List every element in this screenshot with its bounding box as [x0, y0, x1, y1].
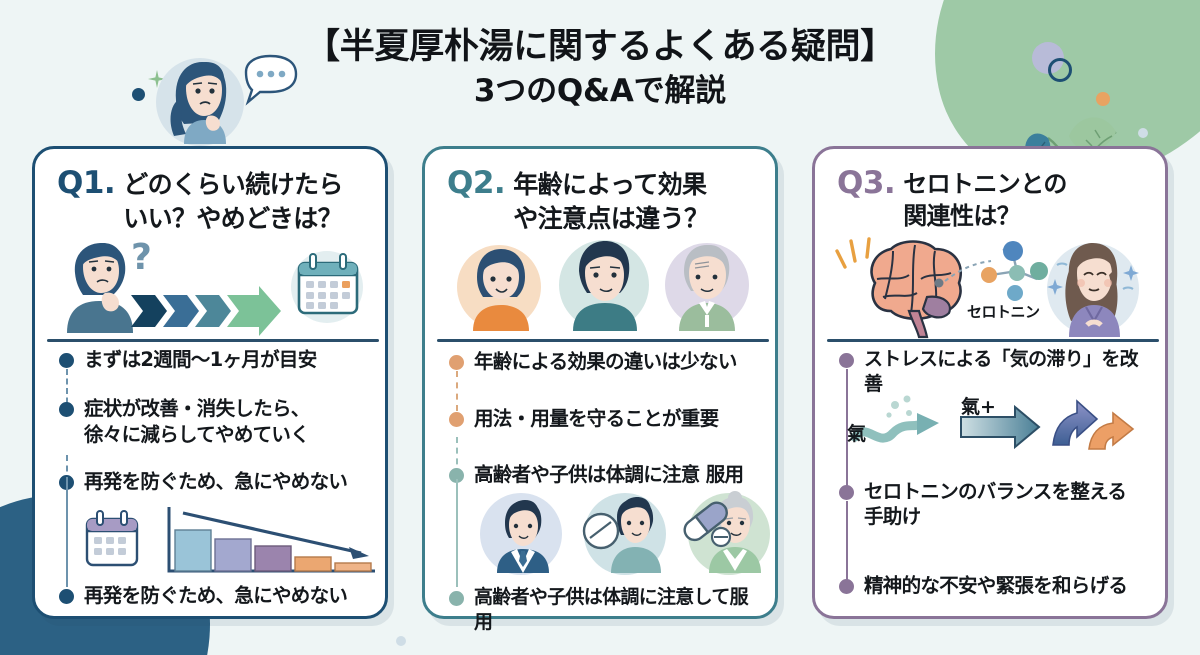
q2-tag: Q2.	[447, 165, 506, 201]
q3-bullet-3-text: 精神的な不安や緊張を和らげる	[864, 574, 1128, 597]
q3-bullet-1-dot	[839, 353, 854, 368]
q3-heading: Q3. セロトニンとの 関連性は？	[837, 165, 1149, 232]
q3-top-illustration	[831, 233, 1147, 341]
q1-heading: Q1. どのくらい続けたら いい？やめどきは？	[57, 165, 369, 235]
brain-icon	[870, 240, 962, 339]
q2-bullet-3-dot	[449, 467, 464, 483]
q3-bullet-3: 精神的な不安や緊張を和らげる	[839, 573, 1151, 598]
q3-bullet-2-dot	[839, 485, 854, 500]
q2-connector-3	[456, 479, 460, 587]
q2-bullet-2: 用法・用量を守ることが重要	[449, 406, 761, 431]
q2-question-line2: や注意点は違う？	[513, 203, 709, 233]
q1-bullet-4: 再発を防ぐため、急にやめない	[59, 583, 371, 608]
q2-bullet-2-text: 用法・用量を守ることが重要	[474, 407, 719, 431]
q2-bullet-3-text: 高齢者や子供は体調に注意 服用	[474, 462, 744, 486]
q1-bullet-3: 再発を防ぐため、急にやめない	[59, 469, 371, 494]
q3-question-line2: 関連性は？	[903, 202, 1021, 231]
qi-label-after: 氣+	[961, 396, 996, 418]
q3-bullet-3-dot	[839, 579, 854, 594]
elderly-capsule-icon	[683, 491, 770, 575]
q1-connector-3	[66, 477, 70, 587]
q3-bullets-mid: セロトニンのバランスを整える 手助け	[839, 479, 1151, 587]
q1-bullet-1: まずは2週間〜1ヶ月が目安	[59, 347, 371, 372]
q3-bullets-bottom: 精神的な不安や緊張を和らげる	[839, 573, 1151, 598]
q2-bullet-1: 年齢による効果の違いは少ない	[449, 349, 761, 374]
q2-bullet-4-dot	[449, 591, 464, 606]
q3-connector-1	[846, 369, 850, 497]
q3-bullet-2-text: セロトニンのバランスを整える 手助け	[864, 480, 1127, 529]
q2-bullet-1-dot	[449, 355, 464, 370]
q1-bullet-1-dot	[59, 353, 74, 368]
q1-bullet-4-text: 再発を防ぐため、急にやめない	[84, 584, 348, 607]
title-line-1: 【半夏厚朴湯に関するよくある疑問】	[305, 27, 895, 67]
q2-bullet-3: 高齢者や子供は体調に注意 服用	[449, 462, 761, 487]
q2-bullet-4: 高齢者や子供は体調に注意して服用	[449, 585, 761, 634]
hero-thinking-woman-illustration	[128, 44, 318, 146]
q1-question-line2: いい？やめどきは？	[123, 203, 343, 233]
qa-card-q2[interactable]: Q2. 年齢によって効果 や注意点は違う？	[422, 146, 778, 633]
adult-portrait	[559, 240, 649, 331]
q3-bullet-1: ストレスによる「気の滞り」を改善	[839, 347, 1151, 396]
qa-card-q1[interactable]: Q1. どのくらい続けたら いい？やめどきは？ ?	[32, 146, 388, 619]
pale-dot-bottom	[396, 636, 406, 646]
q1-top-illustration: ?	[53, 233, 367, 341]
q3-divider	[827, 339, 1159, 342]
q1-divider	[47, 339, 379, 342]
header: 【半夏厚朴湯に関するよくある疑問】 3つのQ&Aで解説	[0, 0, 1200, 146]
q3-question-line1: セロトニンとの	[903, 170, 1067, 198]
qi-label-before: 氣	[847, 423, 867, 445]
q2-bullet-4-text: 高齢者や子供は体調に注意して服用	[474, 586, 749, 633]
q3-bullet-1-text: ストレスによる「気の滞り」を改善	[864, 348, 1139, 395]
q3-connector-2	[846, 501, 850, 587]
q1-bar-chart	[85, 507, 375, 573]
q2-bottom-illustration	[477, 491, 770, 577]
elderly-portrait	[665, 243, 749, 331]
q2-question-line1: 年齢によって効果	[513, 170, 707, 199]
q2-bullet-1-text: 年齢による効果の違いは少ない	[474, 350, 737, 373]
q1-bullets-bottom: 再発を防ぐため、急にやめない	[59, 583, 371, 608]
serotonin-molecule-icon	[981, 241, 1048, 301]
q1-bullet-2-text: 症状が改善・消失したら、 徐々に減らしてやめていく	[84, 397, 310, 446]
q2-bullet-2-dot	[449, 412, 464, 428]
q1-tag: Q1.	[57, 165, 116, 201]
title-line-2: 3つのQ&Aで解説	[473, 72, 727, 109]
q1-bullets-top: まずは2週間〜1ヶ月が目安 症状が改善・消失したら、 徐々に減らしてやめていく …	[59, 347, 371, 503]
q1-bullet-3-text: 再発を防ぐため、急にやめない	[84, 470, 348, 494]
calm-woman-icon	[1047, 243, 1139, 337]
q2-bullets-bottom: 高齢者や子供は体調に注意して服用	[449, 585, 761, 634]
page-title: 【半夏厚朴湯に関するよくある疑問】 3つのQ&Aで解説	[0, 26, 1200, 111]
qa-card-q3[interactable]: Q3. セロトニンとの 関連性は？	[812, 146, 1168, 619]
svg-text:?: ?	[131, 237, 152, 278]
q1-bullet-1-text: まずは2週間〜1ヶ月が目安	[84, 348, 317, 371]
q3-bullets-top: ストレスによる「気の滞り」を改善	[839, 347, 1151, 497]
q1-bullet-2: 症状が改善・消失したら、 徐々に減らしてやめていく	[59, 396, 371, 447]
child-pill-icon	[582, 493, 666, 575]
q1-question-line1: どのくらい続けたら	[123, 170, 343, 199]
q1-connector-1	[66, 369, 70, 413]
businessman-icon	[480, 493, 562, 575]
q2-divider	[437, 339, 769, 342]
q2-bullets-top: 年齢による効果の違いは少ない 用法・用量を守ることが重要 高齢者や子供は体調に注…	[449, 349, 761, 487]
q3-tag: Q3.	[837, 165, 896, 201]
q1-bullet-4-dot	[59, 589, 74, 604]
child-portrait	[457, 245, 541, 331]
q3-bullet-2: セロトニンのバランスを整える 手助け	[839, 479, 1151, 530]
q1-bullet-2-dot	[59, 402, 74, 418]
q2-connector-2	[456, 437, 460, 475]
q3-qi-flow-illustration	[849, 387, 1147, 457]
q1-bottom-illustration	[83, 501, 375, 581]
q2-connector-1	[456, 371, 460, 411]
q2-top-illustration	[451, 235, 757, 339]
serotonin-label: セロトニン	[967, 303, 1040, 321]
q2-heading: Q2. 年齢によって効果 や注意点は違う？	[447, 165, 759, 235]
